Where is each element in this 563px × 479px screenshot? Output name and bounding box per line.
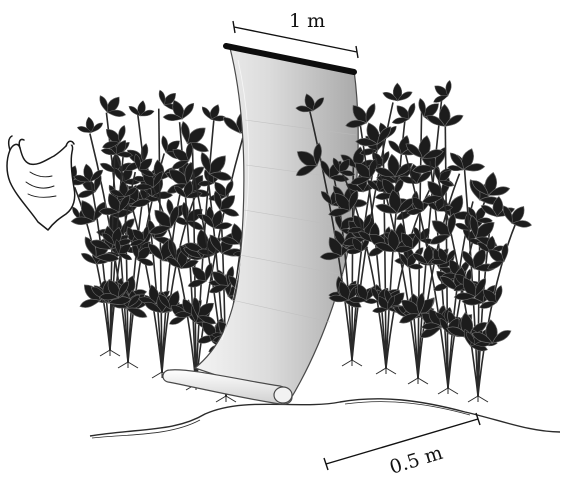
beat-cloth-icon xyxy=(162,43,359,405)
soybean-plant-icon xyxy=(350,74,481,385)
beat-cloth-bar xyxy=(223,43,357,75)
beat-cloth-roll xyxy=(162,369,293,405)
hand-icon xyxy=(6,135,76,231)
ground xyxy=(89,398,561,439)
cloth-width-dimension xyxy=(232,20,359,59)
row-spacing-dimension xyxy=(323,412,481,471)
soybean-plant-row-right xyxy=(285,74,539,403)
soybean-plant-icon xyxy=(52,117,162,357)
row-spacing-label: 0.5 m xyxy=(387,442,445,479)
soybean-plant-icon xyxy=(419,141,539,403)
cloth-width-label: 1 m xyxy=(289,10,325,32)
